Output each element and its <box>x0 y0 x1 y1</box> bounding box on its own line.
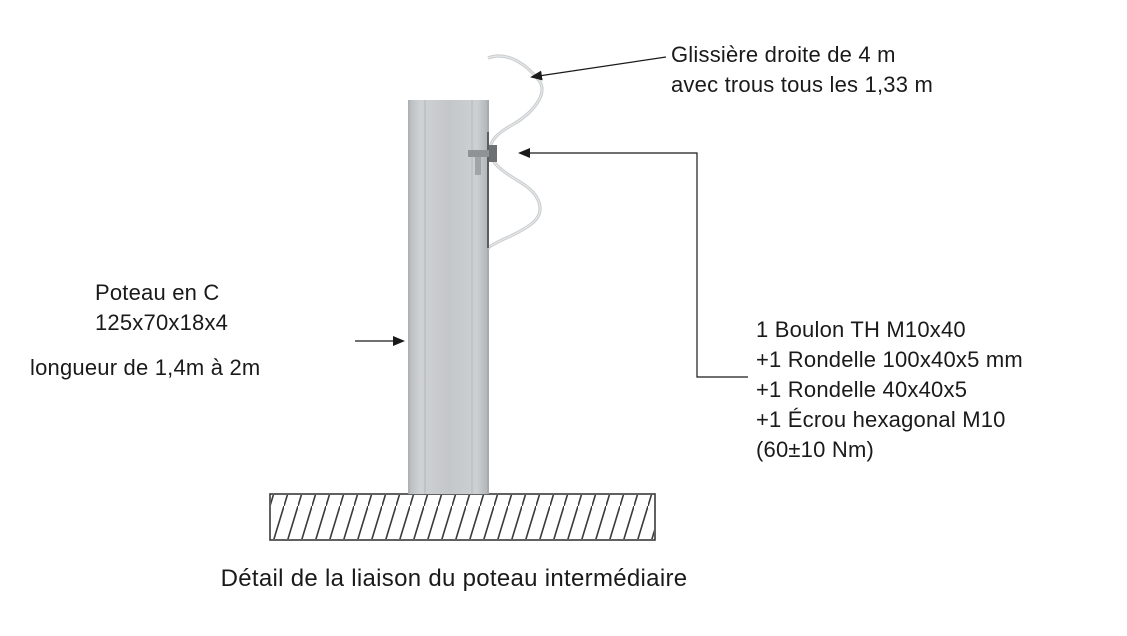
glissiere-line-2: avec trous tous les 1,33 m <box>671 72 933 97</box>
glissiere-line-1: Glissière droite de 4 m <box>671 42 896 67</box>
poteau-line-2: 125x70x18x4 <box>95 310 229 335</box>
glissiere-leader <box>530 56 667 81</box>
diagram-caption: Détail de la liaison du poteau intermédi… <box>220 565 688 592</box>
bolt-assembly <box>468 145 497 175</box>
boulon-line-4: +1 Écrou hexagonal M10 <box>756 407 1006 432</box>
poteau-length-label: longueur de 1,4m à 2m <box>30 355 261 380</box>
glissiere-label: Glissière droite de 4 m avec trous tous … <box>671 40 933 100</box>
boulon-line-1: 1 Boulon TH M10x40 <box>756 317 966 342</box>
poteau-label: Poteau en C 125x70x18x4 <box>95 278 228 338</box>
boulon-leader <box>518 148 748 378</box>
boulon-line-5: (60±10 Nm) <box>756 437 874 462</box>
boulon-label: 1 Boulon TH M10x40 +1 Rondelle 100x40x5 … <box>756 315 1023 465</box>
ground-base <box>269 493 656 541</box>
poteau-line-1: Poteau en C <box>95 280 220 305</box>
boulon-line-2: +1 Rondelle 100x40x5 mm <box>756 347 1023 372</box>
boulon-line-3: +1 Rondelle 40x40x5 <box>756 377 968 402</box>
